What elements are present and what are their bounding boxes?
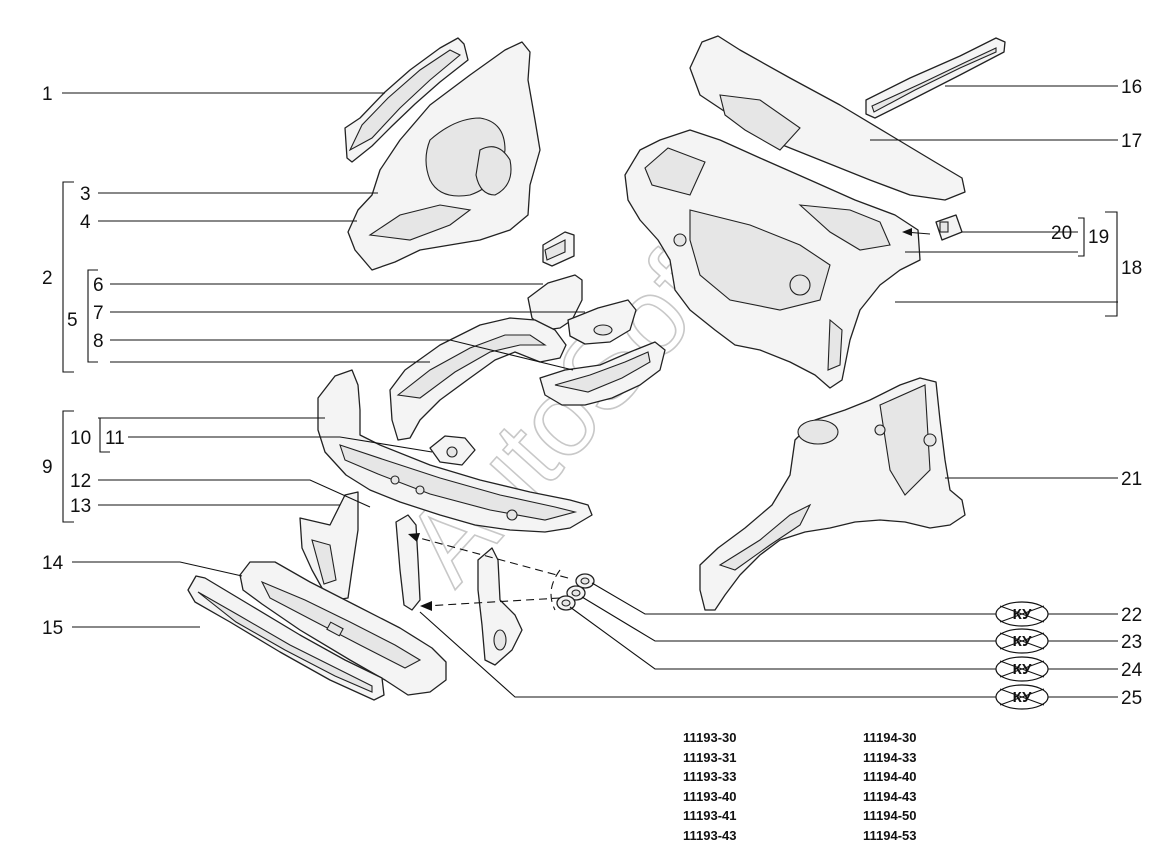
model-code: 11194-40 (863, 769, 917, 785)
part-18-firewall (624, 129, 921, 389)
model-codes-table: 11193-30 11194-30 11193-31 11194-33 1119… (683, 728, 983, 846)
fasteners-22-24 (556, 573, 595, 611)
model-code: 11194-50 (863, 808, 917, 824)
callout-14: 14 (42, 553, 64, 574)
callout-13: 13 (70, 496, 91, 517)
model-code: 11193-41 (683, 808, 737, 824)
dashed-arrowhead-lower (420, 601, 432, 611)
ku-badge-23: КУ (995, 628, 1049, 654)
part-20-arrowhead (902, 228, 912, 236)
model-code-row: 11193-33 11194-40 (683, 767, 983, 787)
callout-20: 20 (1051, 223, 1072, 244)
leader-lines (62, 85, 1118, 698)
ku-badge-24: КУ (995, 656, 1049, 682)
callout-19: 19 (1088, 227, 1109, 248)
part-20-clip (935, 214, 963, 241)
callout-7: 7 (93, 303, 104, 324)
callout-22: 22 (1121, 605, 1142, 626)
right-brackets (1078, 211, 1118, 317)
model-code: 11194-43 (863, 788, 917, 804)
dashed-bracket (550, 569, 561, 611)
model-code: 11193-33 (683, 769, 737, 785)
svg-text:КУ: КУ (1013, 633, 1033, 650)
part-11-bracket (429, 435, 476, 466)
part-21-side-member (699, 377, 966, 611)
callout-21: 21 (1121, 469, 1142, 490)
callout-15: 15 (42, 618, 63, 639)
part-17-cowl-panel (689, 35, 966, 201)
callout-17: 17 (1121, 131, 1142, 152)
part-6-bracket (542, 231, 575, 267)
callout-2: 2 (42, 268, 53, 289)
part-16-strip (865, 37, 1006, 119)
dashed-guide-lower (424, 597, 561, 607)
callout-8: 8 (93, 331, 104, 352)
callout-4: 4 (80, 212, 91, 233)
part-13-bracket (299, 491, 359, 601)
model-code: 11193-30 (683, 730, 737, 745)
ku-badge-25: КУ (995, 684, 1049, 710)
callout-9: 9 (42, 457, 53, 478)
svg-text:КУ: КУ (1013, 606, 1033, 623)
model-code: 11194-30 (863, 730, 917, 745)
model-code-row: 11193-43 11194-53 (683, 826, 983, 846)
callout-11: 11 (105, 428, 125, 449)
callout-6: 6 (93, 275, 104, 296)
left-brackets (62, 181, 110, 523)
callout-23: 23 (1121, 632, 1142, 653)
callout-12: 12 (70, 471, 91, 492)
part-1-strip (344, 37, 469, 163)
part-14-front-crossbar (239, 561, 447, 696)
callout-24: 24 (1121, 660, 1143, 681)
callout-labels: 1 2 3 4 5 6 7 8 9 10 11 12 13 14 15 16 1… (42, 77, 1143, 709)
callout-5: 5 (67, 310, 78, 331)
ku-badge-22: КУ (995, 601, 1049, 627)
dashed-arrowhead-upper (408, 533, 420, 542)
callout-18: 18 (1121, 258, 1142, 279)
model-code-row: 11193-30 11194-30 (683, 728, 983, 748)
part-3-4-wheel-arch (347, 41, 541, 271)
svg-text:КУ: КУ (1013, 661, 1033, 678)
model-code-row: 11193-40 11194-43 (683, 787, 983, 807)
model-code: 11194-53 (863, 827, 917, 843)
model-code-row: 11193-41 11194-50 (683, 806, 983, 826)
part-7-bracket (527, 274, 637, 345)
callout-16: 16 (1121, 77, 1142, 98)
callout-10: 10 (70, 428, 91, 449)
model-code: 11193-31 (683, 749, 737, 765)
part-15-lower-bar (187, 575, 385, 701)
callout-1: 1 (42, 84, 53, 105)
model-code: 11193-40 (683, 788, 737, 804)
dashed-guide-upper (411, 535, 569, 579)
part-10-crossmember (317, 369, 593, 533)
svg-text:КУ: КУ (1013, 689, 1033, 706)
callout-3: 3 (80, 184, 91, 205)
model-code: 11193-43 (683, 827, 737, 843)
model-code-row: 11193-31 11194-33 (683, 748, 983, 768)
part-8-reinforcement (539, 341, 666, 406)
model-code: 11194-33 (863, 749, 917, 765)
callout-25: 25 (1121, 688, 1142, 709)
